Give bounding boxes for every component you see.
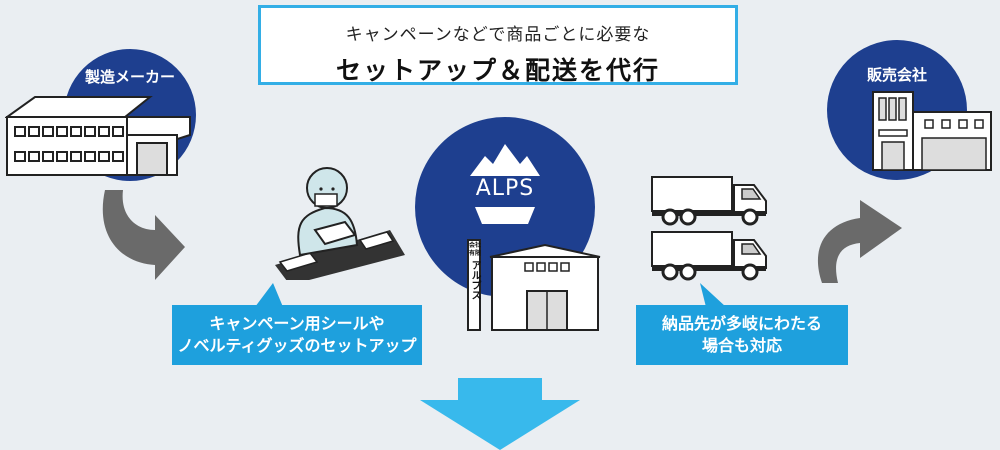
title-line2: セットアップ＆配送を代行 <box>335 56 660 85</box>
worker-icon <box>275 167 405 280</box>
manufacturer-label: 製造メーカー <box>84 68 175 86</box>
alps-sign-small2: 有限 <box>469 250 482 257</box>
truck-icon <box>651 231 767 281</box>
callout-left-pointer <box>255 283 283 307</box>
alps-building-icon <box>467 239 601 331</box>
alps-logo-text: ALPS <box>475 176 535 201</box>
retailer-label: 販売会社 <box>866 66 927 84</box>
alps-sign-name: アルプス <box>469 260 480 300</box>
truck-icon <box>651 176 767 226</box>
callout-right: 納品先が多岐にわたる 場合も対応 <box>636 305 848 365</box>
callout-left-line1: キャンペーン用シールや <box>209 314 385 333</box>
callout-right-line2: 場合も対応 <box>701 336 782 355</box>
title-line1: キャンペーンなどで商品ごとに必要な <box>345 25 651 45</box>
callout-right-pointer <box>700 283 726 307</box>
curved-arrow-up-right-icon <box>817 200 902 283</box>
factory-icon <box>5 96 191 176</box>
alps-sign-small1: 会社 <box>469 242 482 249</box>
retailer-building-icon <box>872 91 992 171</box>
title-box: キャンペーンなどで商品ごとに必要な セットアップ＆配送を代行 <box>258 5 738 85</box>
curved-arrow-down-right-icon <box>102 190 185 280</box>
mountain-logo-icon <box>470 144 540 176</box>
callout-right-line1: 納品先が多岐にわたる <box>661 314 822 333</box>
callout-left-line2: ノベルティグッズのセットアップ <box>177 336 417 355</box>
down-arrow-icon <box>420 378 580 450</box>
callout-left: キャンペーン用シールや ノベルティグッズのセットアップ <box>172 305 422 365</box>
